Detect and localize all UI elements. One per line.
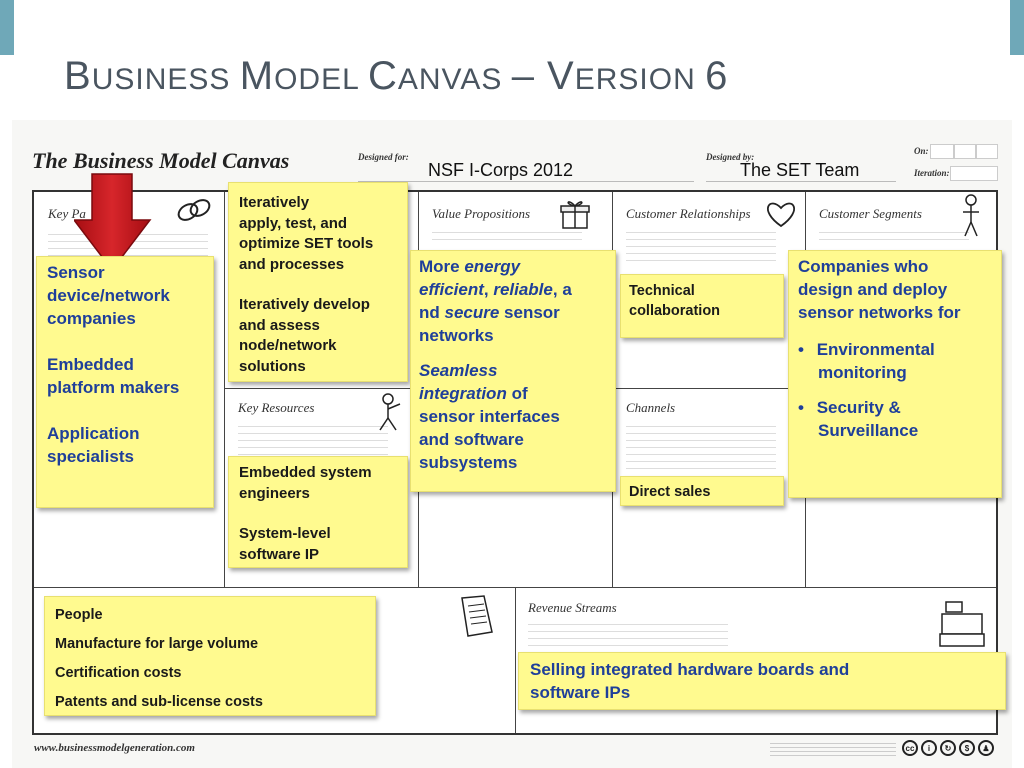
designed-by-line [706,180,896,182]
value-prop-prompts [432,230,582,244]
accent-bar-left [0,0,14,55]
channels-title: Channels [626,400,676,415]
day-field [930,144,954,159]
customer-seg-prompts [819,230,969,244]
heart-icon [767,202,795,228]
customer-segments-sticky: Companies who design and deploy sensor n… [788,250,1002,498]
designed-by-value: The SET Team [740,160,860,180]
footer-url: www.businessmodelgeneration.com [34,742,195,754]
key-activities-sticky: Iteratively apply, test, and optimize SE… [228,182,408,382]
attribution-icon: i [921,740,937,756]
on-label: On: [914,146,929,156]
value-propositions-sticky: More energy efficient, reliable, a nd se… [410,250,616,492]
accent-bar-right [1010,0,1024,55]
key-resources-prompts [238,424,388,458]
key-resources-sticky: Embedded system engineers System-level s… [228,456,408,568]
canvas-title: The Business Model Canvas [32,148,290,173]
revenue-streams-title: Revenue Streams [528,600,617,615]
person-icon [963,194,979,237]
customer-rel-prompts [626,230,776,264]
month-field [954,144,976,159]
iteration-label: Iteration: [914,168,950,178]
cc-license-badges: cc i ↻ $ ♟ [902,740,994,756]
customer-relationships-sticky: Technical collaboration [620,274,784,338]
down-arrow-icon [74,173,152,272]
designed-for-value: NSF I-Corps 2012 [428,160,574,180]
key-resources-title: Key Resources [238,400,315,415]
worker-icon [379,393,401,431]
value-propositions-title: Value Propositions [432,206,531,221]
cc-icon: cc [902,740,918,756]
year-field [976,144,998,159]
key-partners-sticky: Sensor device/network companies Embedded… [36,256,214,508]
revenue-prompts [528,622,728,650]
slide-title: BUSINESS MODEL CANVAS – VERSION 6 [64,54,729,98]
designed-for-label: Designed for: [358,152,409,162]
designed-by-label: Designed by: [706,152,755,162]
designed-for-line [358,180,694,182]
revenue-streams-sticky: Selling integrated hardware boards and s… [518,652,1006,710]
gift-icon [560,201,590,229]
cost-structure-sticky: People Manufacture for large volume Cert… [44,596,376,716]
price-tag-icon [461,595,493,637]
share-alike-icon: ↻ [940,740,956,756]
person-badge-icon: ♟ [978,740,994,756]
chain-link-icon [177,199,211,221]
key-partners-title: Key Pa [48,206,86,221]
channels-sticky: Direct sales [620,476,784,506]
customer-relationships-title: Customer Relationships [626,206,751,221]
iteration-field [950,166,998,181]
noncommercial-icon: $ [959,740,975,756]
customer-segments-title: Customer Segments [819,206,922,221]
license-text [770,742,896,756]
channels-prompts [626,424,776,472]
cash-register-icon [939,601,985,647]
